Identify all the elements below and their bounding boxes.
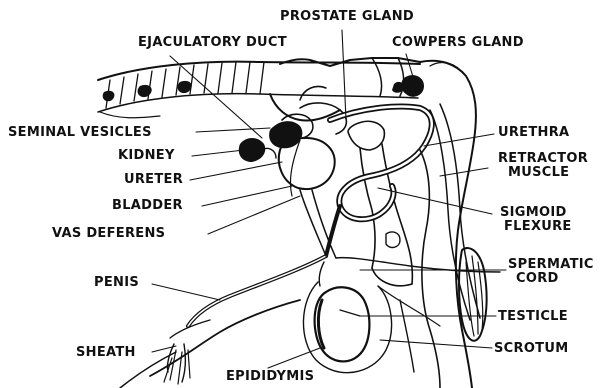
vas-deferens bbox=[290, 140, 336, 258]
label-ureter: URETER bbox=[124, 173, 183, 187]
label-retractor-line-1: RETRACTOR bbox=[498, 152, 588, 166]
label-seminal-vesicles: SEMINAL VESICLES bbox=[8, 126, 152, 140]
cowpers-gland bbox=[392, 75, 424, 97]
testicle bbox=[315, 287, 370, 361]
label-cowpers-gland: COWPERS GLAND bbox=[392, 36, 524, 50]
label-sigmoid-line-2: FLEXURE bbox=[500, 220, 572, 234]
label-prostate-gland: PROSTATE GLAND bbox=[280, 10, 414, 24]
label-penis: PENIS bbox=[94, 276, 139, 290]
label-scrotum: SCROTUM bbox=[494, 342, 568, 356]
label-ejaculatory-duct: EJACULATORY DUCT bbox=[138, 36, 287, 50]
scrotum-outline bbox=[303, 282, 440, 373]
spermatic-bundle bbox=[459, 248, 487, 341]
label-spermatic-cord: SPERMATIC CORD bbox=[508, 258, 594, 286]
label-vas-deferens: VAS DEFERENS bbox=[52, 227, 165, 241]
label-bladder: BLADDER bbox=[112, 199, 183, 213]
label-spermatic-line-1: SPERMATIC bbox=[508, 258, 594, 272]
label-sigmoid-flexure: SIGMOID FLEXURE bbox=[500, 206, 572, 234]
retractor-muscle bbox=[430, 104, 480, 320]
label-epididymis: EPIDIDYMIS bbox=[226, 370, 314, 384]
label-urethra: URETHRA bbox=[498, 126, 569, 140]
label-kidney: KIDNEY bbox=[118, 149, 175, 163]
label-sigmoid-line-1: SIGMOID bbox=[500, 206, 572, 220]
label-spermatic-line-2: CORD bbox=[508, 272, 594, 286]
label-testicle: TESTICLE bbox=[498, 310, 568, 324]
label-retractor-muscle: RETRACTOR MUSCLE bbox=[498, 152, 588, 180]
label-sheath: SHEATH bbox=[76, 346, 136, 360]
gland-cluster bbox=[239, 103, 347, 162]
label-retractor-line-2: MUSCLE bbox=[498, 166, 588, 180]
